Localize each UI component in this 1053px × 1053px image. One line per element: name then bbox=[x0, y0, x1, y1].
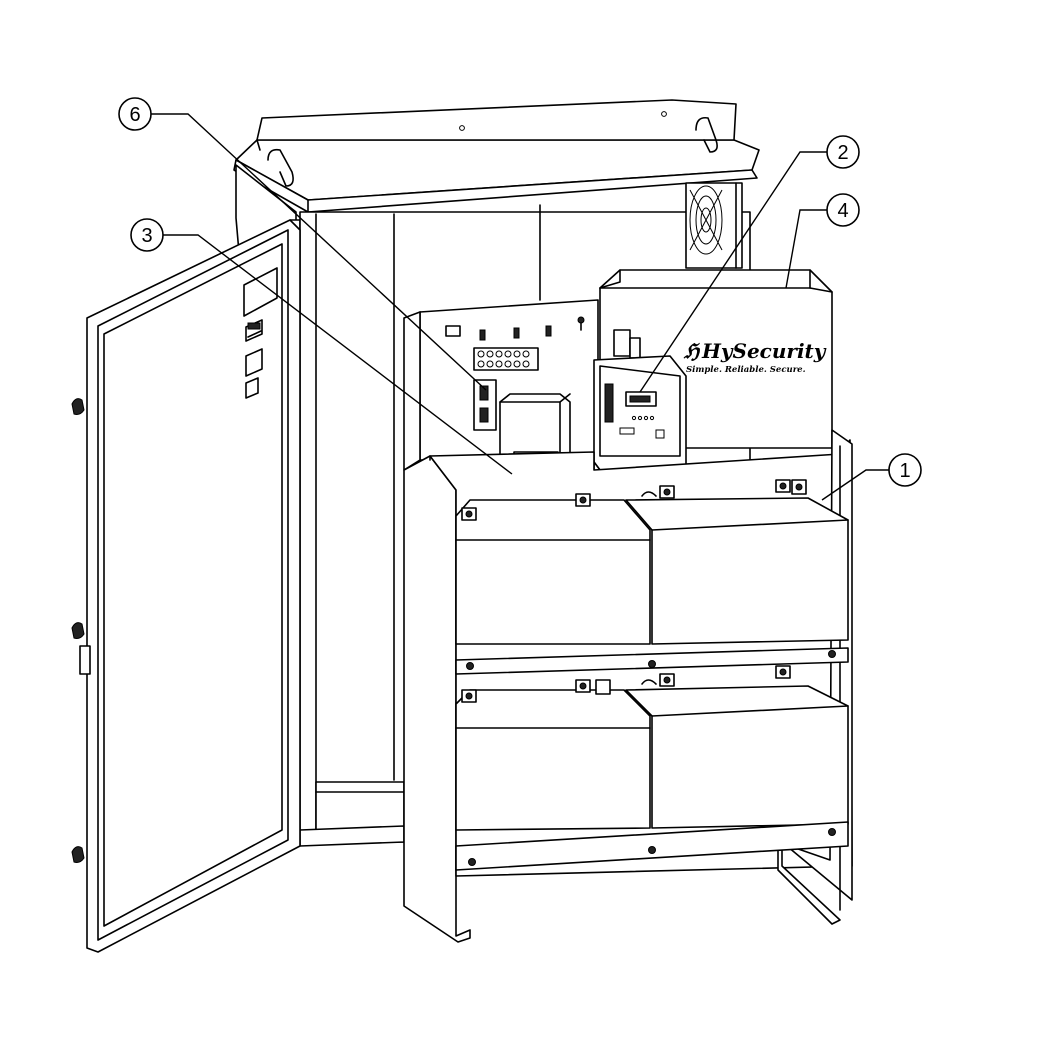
callout-6-label: 6 bbox=[129, 104, 140, 126]
door-latch-middle bbox=[71, 622, 91, 675]
brand-name: HySecurity bbox=[701, 339, 827, 363]
callout-1: 1 bbox=[821, 453, 922, 501]
callout-4: 4 bbox=[785, 193, 860, 289]
control-board bbox=[593, 355, 687, 479]
battery-upper-right bbox=[625, 479, 849, 645]
callout-2-label: 2 bbox=[837, 142, 848, 164]
callout-1-label: 1 bbox=[899, 460, 910, 482]
callout-4-label: 4 bbox=[837, 200, 848, 222]
callout-6: 6 bbox=[118, 97, 487, 391]
terminal-block bbox=[473, 379, 497, 431]
door-label-plate bbox=[243, 267, 278, 317]
battery-lower-right bbox=[625, 665, 849, 829]
battery-bank bbox=[455, 479, 849, 871]
callout-3: 3 bbox=[130, 218, 513, 475]
brand-tagline: Simple. Reliable. Secure. bbox=[686, 365, 806, 375]
battery-lower-left bbox=[455, 679, 651, 831]
terminal-strip bbox=[473, 347, 539, 371]
cabinet-door bbox=[71, 219, 301, 953]
vent-fan bbox=[685, 182, 743, 269]
door-latch-upper bbox=[71, 398, 85, 415]
callout-3-label: 3 bbox=[141, 225, 152, 247]
hysecurity-logo: ℌ HySecurity Simple. Reliable. Secure. bbox=[683, 339, 827, 375]
callout-2: 2 bbox=[639, 135, 860, 393]
logo-mark: ℌ bbox=[683, 339, 701, 363]
door-latch-lower bbox=[71, 846, 85, 863]
battery-upper-left bbox=[455, 493, 651, 645]
